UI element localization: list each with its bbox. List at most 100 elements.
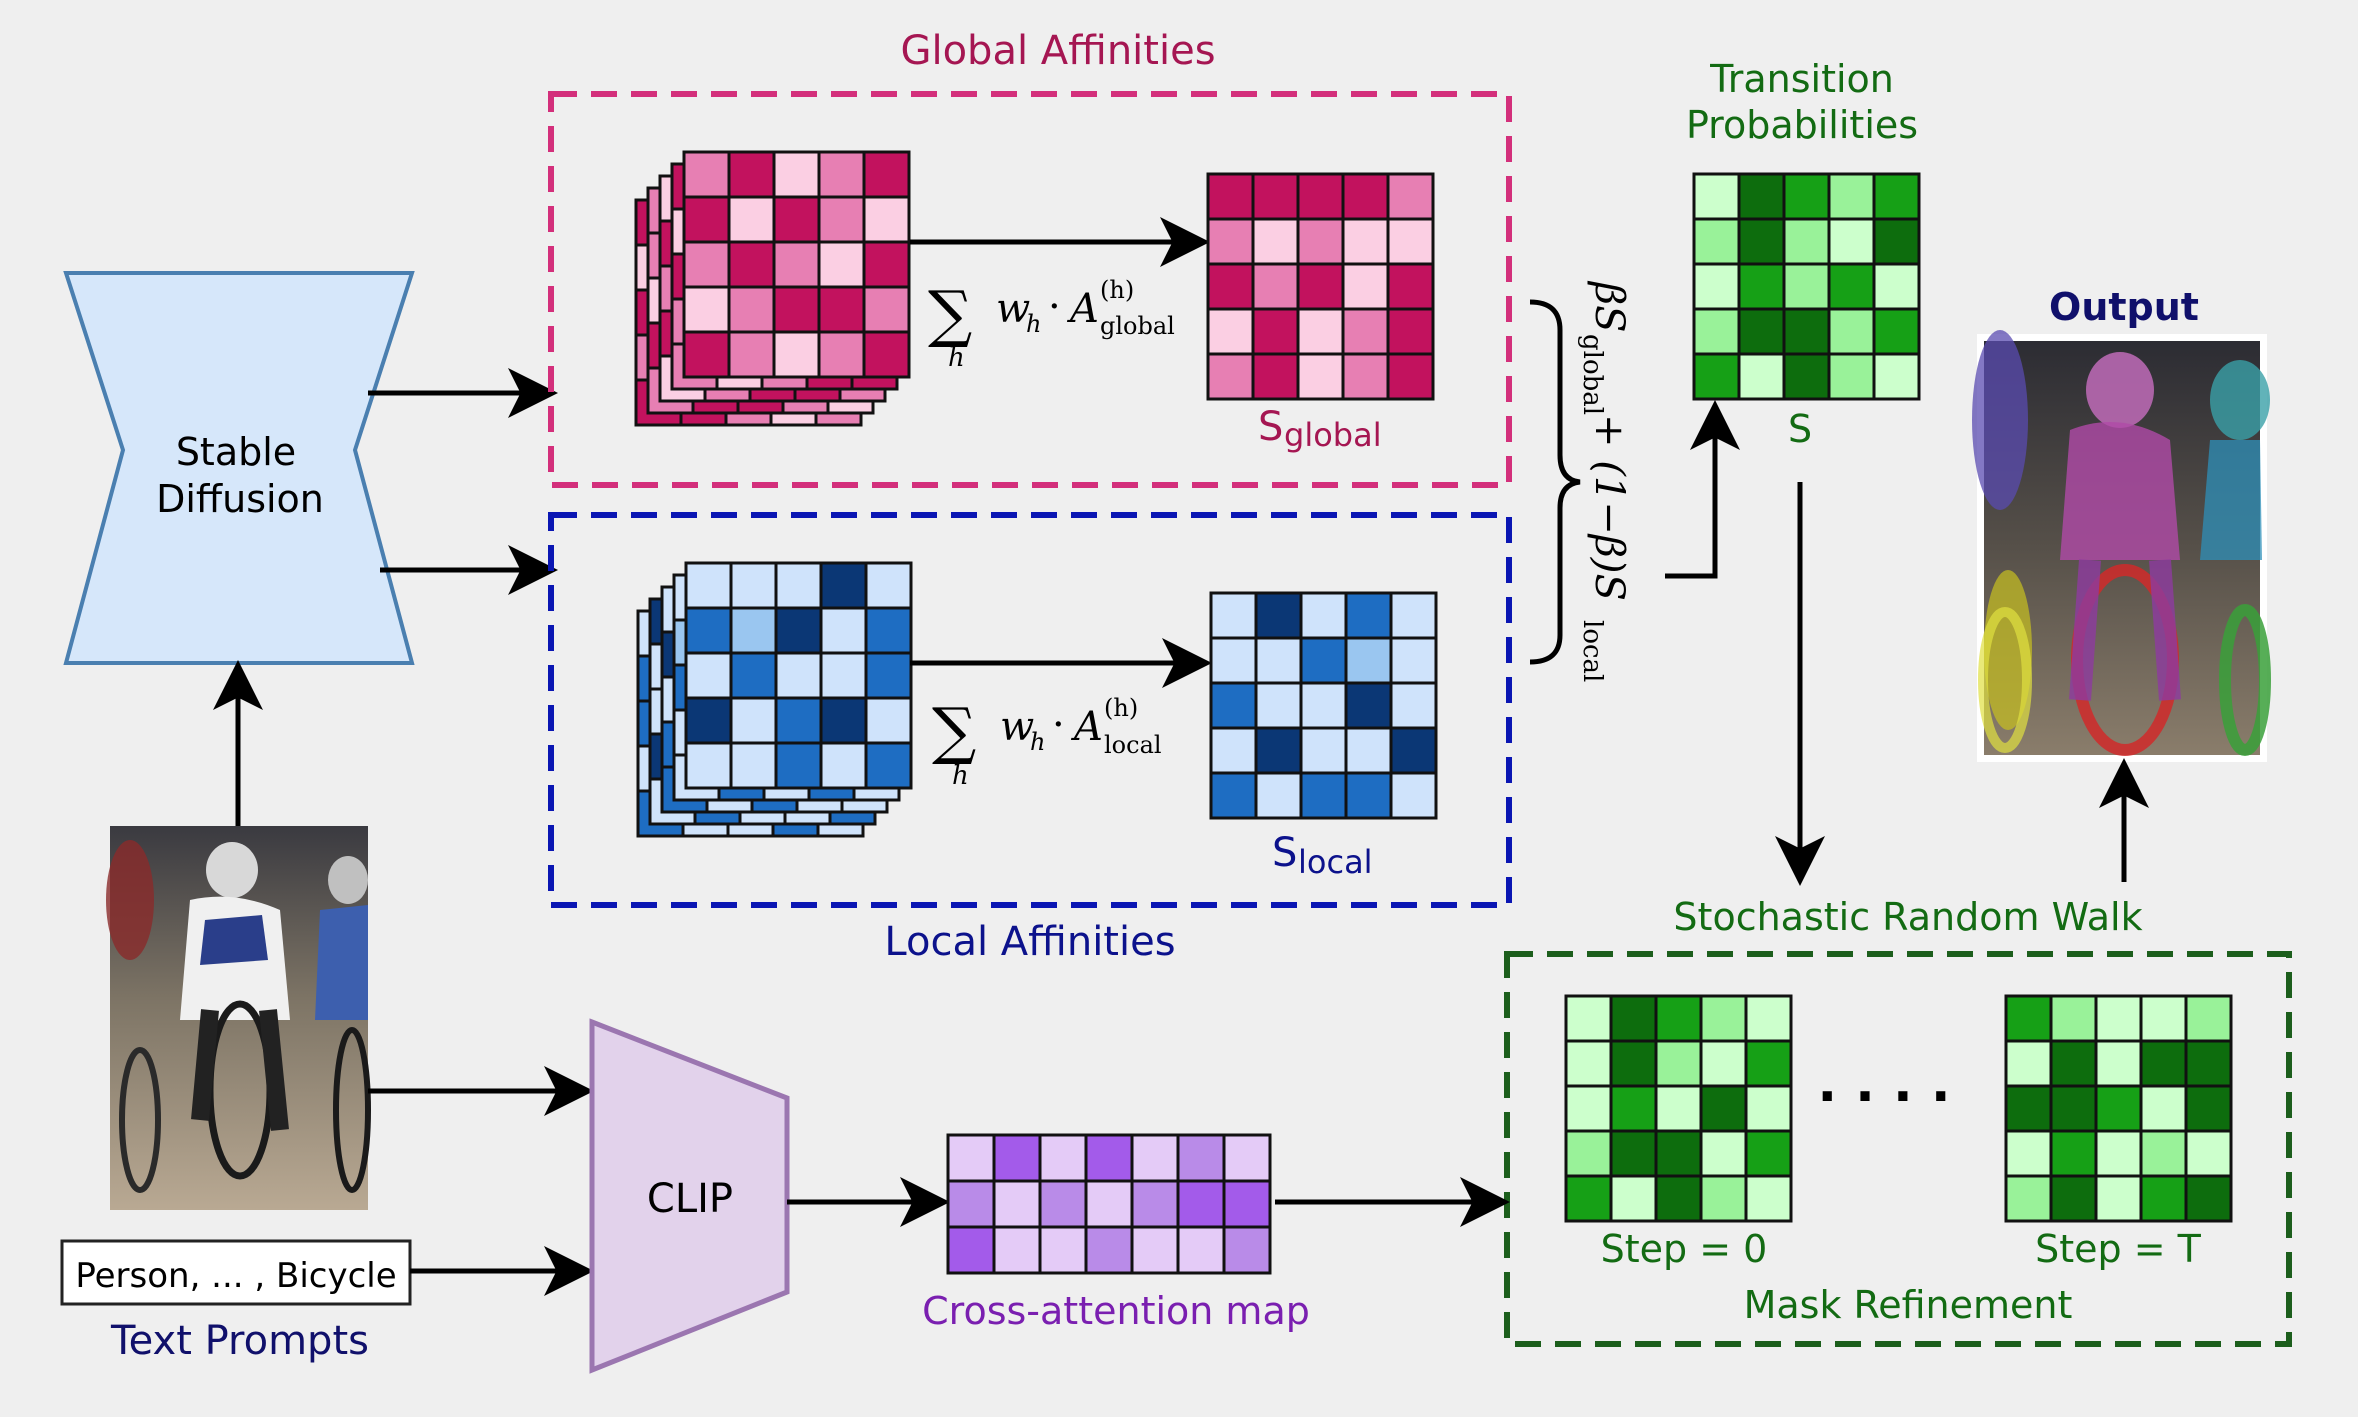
transition-cell xyxy=(1827,217,1876,266)
s-local-cell xyxy=(1254,636,1303,685)
step-0-cell xyxy=(1654,1039,1703,1088)
s-global-cell xyxy=(1251,172,1300,221)
transition-cell xyxy=(1827,307,1876,356)
s-local-cell xyxy=(1299,681,1348,730)
step-t-cell xyxy=(2004,1129,2053,1178)
step-t-cell xyxy=(2094,1174,2143,1223)
local-attention-cell xyxy=(819,696,868,745)
cross-attention-cell xyxy=(1130,1179,1180,1229)
local-attention-cell xyxy=(819,741,868,790)
step-0-cell xyxy=(1564,1174,1613,1223)
local-attention-cell xyxy=(864,561,913,610)
cross-attention-cell xyxy=(1176,1225,1226,1275)
s-local-cell xyxy=(1254,726,1303,775)
local-attention-cell xyxy=(684,606,733,655)
global-attention-cell xyxy=(862,240,911,289)
step-0-cell xyxy=(1609,994,1658,1043)
cross-attention-cell xyxy=(992,1133,1042,1183)
s-global-cell xyxy=(1206,172,1255,221)
cross-attention-cell xyxy=(1176,1179,1226,1229)
local-A-sub: local xyxy=(1104,731,1162,759)
transition-cell xyxy=(1737,262,1786,311)
local-attention-cell xyxy=(864,651,913,700)
global-sum-symbol: ∑ xyxy=(928,277,972,350)
cross-attention-cell xyxy=(946,1225,996,1275)
global-attention-cell xyxy=(862,150,911,199)
global-attention-cell xyxy=(772,330,821,379)
cross-attention-cell xyxy=(1084,1179,1134,1229)
text-prompts-label: Text Prompts xyxy=(110,1318,369,1364)
transition-cell xyxy=(1782,172,1831,221)
step-0-cell xyxy=(1564,1039,1613,1088)
ellipsis: · · · · xyxy=(1817,1067,1950,1127)
global-attention-cell xyxy=(772,240,821,289)
cross-attention-cell xyxy=(1038,1179,1088,1229)
s-global-cell xyxy=(1206,262,1255,311)
output-segmentation-image xyxy=(1972,330,2271,762)
s-global-cell xyxy=(1341,172,1390,221)
s-local-cell xyxy=(1254,591,1303,640)
s-global-cell xyxy=(1341,352,1390,401)
global-attention-cell xyxy=(772,150,821,199)
random-walk-box xyxy=(1504,951,2292,1347)
cross-attention-cell xyxy=(1222,1133,1272,1183)
text-prompt-input[interactable] xyxy=(60,1239,412,1306)
combine-beta-s: βS xyxy=(1586,280,1632,333)
step-0-cell xyxy=(1564,994,1613,1043)
combine-global-sub: global xyxy=(1577,334,1607,415)
transition-cell xyxy=(1872,217,1921,266)
cross-attention-map xyxy=(946,1133,1272,1275)
global-dot: · xyxy=(1048,284,1061,330)
local-sum-index: h xyxy=(952,761,969,791)
global-A-sup: (h) xyxy=(1100,276,1134,304)
s-global-cell xyxy=(1341,262,1390,311)
step-t-cell xyxy=(2184,1039,2233,1088)
transition-cell xyxy=(1692,172,1741,221)
s-local-cell xyxy=(1254,771,1303,820)
combine-mid: + (1−β)S xyxy=(1586,414,1632,601)
s-local-cell xyxy=(1254,681,1303,730)
global-attention-cell xyxy=(727,285,776,334)
s-local-cell xyxy=(1209,771,1258,820)
step-t-cell xyxy=(2184,1084,2233,1133)
global-A-sub: global xyxy=(1100,312,1175,340)
step-t-cell xyxy=(2004,1039,2053,1088)
step-0-cell xyxy=(1744,1129,1793,1178)
transition-cell xyxy=(1872,262,1921,311)
transition-cell xyxy=(1827,262,1876,311)
step-0-cell xyxy=(1609,1039,1658,1088)
transition-cell xyxy=(1782,307,1831,356)
step-0-cell xyxy=(1699,1174,1748,1223)
clip-label: CLIP xyxy=(647,1176,733,1222)
stable-diffusion-block xyxy=(63,271,415,665)
step-0-cell xyxy=(1699,1084,1748,1133)
local-attention-cell xyxy=(864,606,913,655)
s-local-label: S local xyxy=(1272,830,1373,881)
step-0-cell xyxy=(1564,1084,1613,1133)
local-attention-cell xyxy=(729,561,778,610)
s-global-matrix xyxy=(1206,172,1435,401)
local-sum-formula: ∑ h w h · A (h) local xyxy=(932,694,1162,791)
combine-brace xyxy=(1529,299,1581,665)
cross-attention-cell xyxy=(1084,1133,1134,1183)
s-global-cell xyxy=(1386,262,1435,311)
global-affinities-box xyxy=(548,91,1512,488)
transition-cell xyxy=(1827,352,1876,401)
local-attention-cell xyxy=(729,651,778,700)
s-local-cell xyxy=(1389,591,1438,640)
transition-cell xyxy=(1737,307,1786,356)
local-attention-cell xyxy=(819,651,868,700)
global-attention-cell xyxy=(727,330,776,379)
s-global-letter: S xyxy=(1258,404,1283,450)
transition-cell xyxy=(1692,307,1741,356)
step-t-cell xyxy=(2049,1039,2098,1088)
transition-s-label: S xyxy=(1788,407,1812,451)
local-w-sub: h xyxy=(1030,728,1045,756)
step-0-cell xyxy=(1699,994,1748,1043)
step-t-cell xyxy=(2049,994,2098,1043)
s-global-cell xyxy=(1296,307,1345,356)
step-t-cell xyxy=(2049,1174,2098,1223)
cross-attention-cell xyxy=(992,1225,1042,1275)
